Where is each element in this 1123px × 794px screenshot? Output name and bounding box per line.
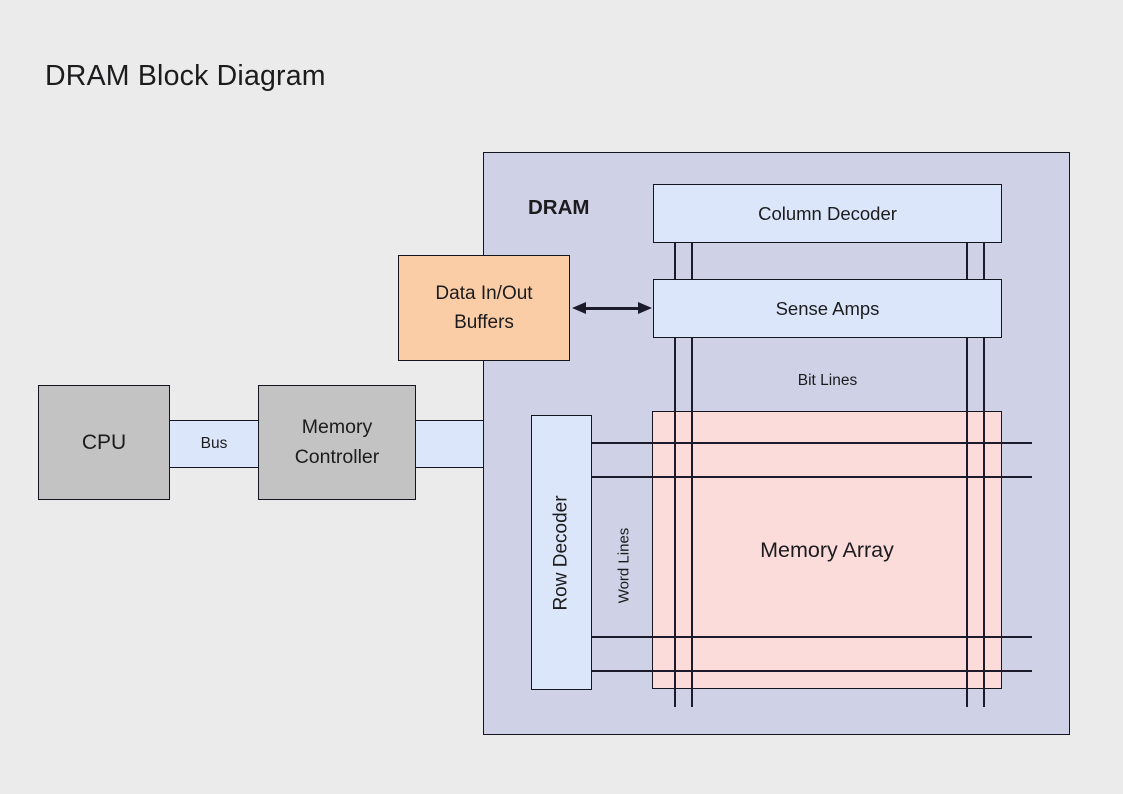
row-decoder-box: Row Decoder xyxy=(531,415,592,690)
sense-amps-label: Sense Amps xyxy=(775,297,880,319)
bidirectional-arrow xyxy=(580,307,646,310)
dram-label: DRAM xyxy=(528,196,590,219)
bus-label: Bus xyxy=(200,435,228,452)
row-decoder-label: Row Decoder xyxy=(550,494,572,611)
page-title: DRAM Block Diagram xyxy=(45,60,326,92)
sense-amps-box: Sense Amps xyxy=(653,279,1002,338)
bit-line xyxy=(983,243,985,707)
cpu-label: CPU xyxy=(81,430,127,454)
data-buffers-box: Data In/Out Buffers xyxy=(398,255,570,361)
word-line xyxy=(592,636,1032,638)
bit-line xyxy=(674,243,676,707)
bit-line xyxy=(966,243,968,707)
memory-controller-label: Memory Controller xyxy=(294,416,380,468)
memory-array-label: Memory Array xyxy=(760,537,894,562)
bit-line xyxy=(691,243,693,707)
word-line xyxy=(592,670,1032,672)
column-decoder-box: Column Decoder xyxy=(653,184,1002,243)
bus-connector: Bus xyxy=(170,420,258,468)
bus-connector xyxy=(415,420,483,468)
bit-lines-label: Bit Lines xyxy=(797,372,858,389)
data-buffers-label: Data In/Out Buffers xyxy=(435,282,533,333)
word-line xyxy=(592,442,1032,444)
memory-array-box: Memory Array xyxy=(652,411,1002,689)
cpu-box: CPU xyxy=(38,385,170,500)
arrow-right-head-icon xyxy=(638,301,652,314)
memory-controller-box: Memory Controller xyxy=(258,385,416,500)
word-line xyxy=(592,476,1032,478)
arrow-left-head-icon xyxy=(572,301,586,314)
column-decoder-label: Column Decoder xyxy=(758,202,897,224)
